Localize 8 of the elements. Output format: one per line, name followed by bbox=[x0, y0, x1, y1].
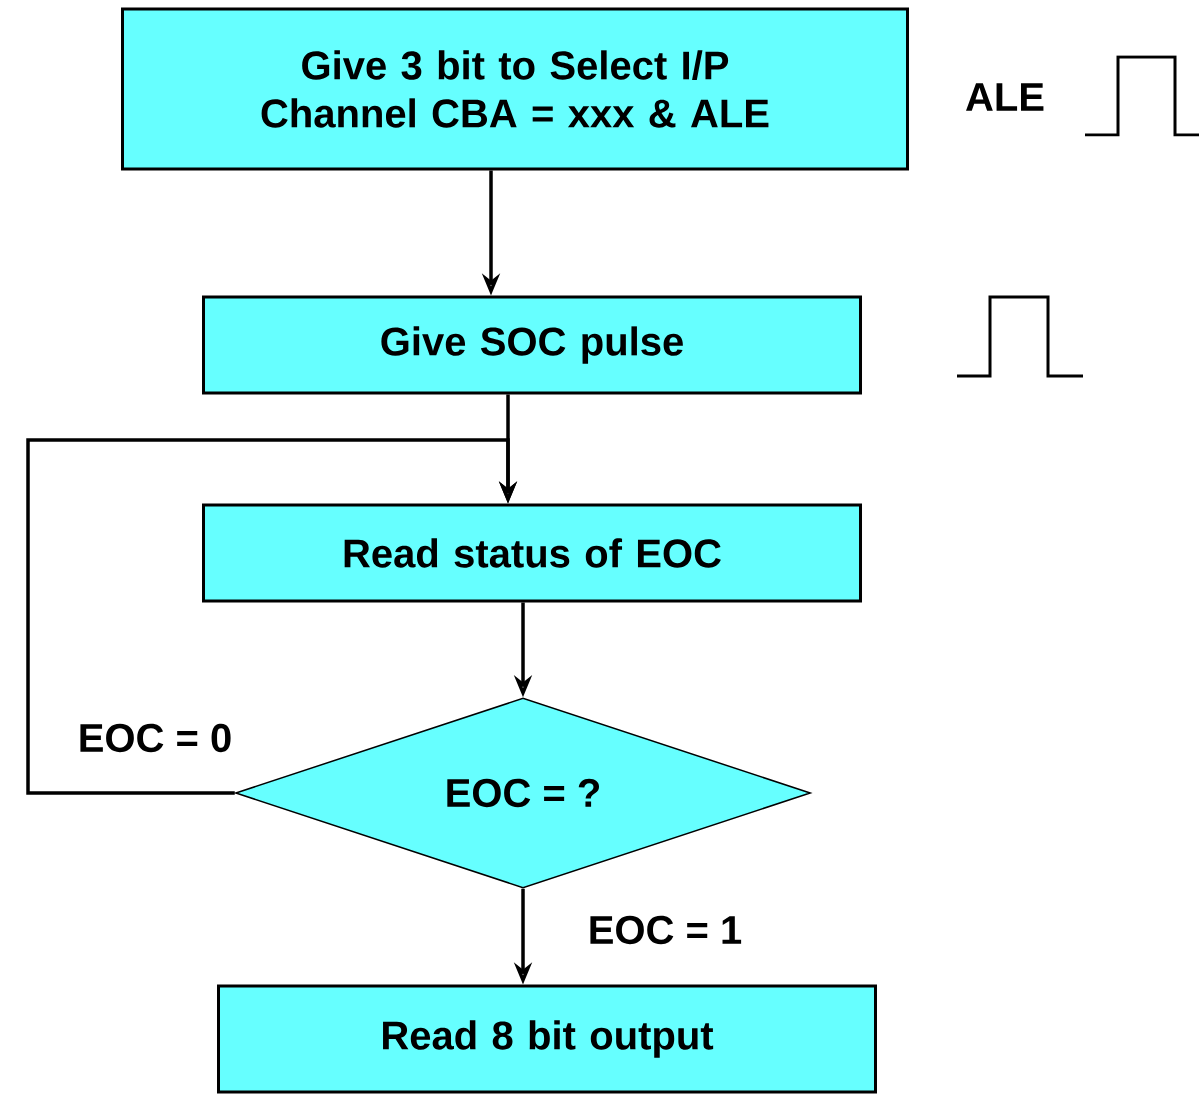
process-box: Read status of EOC bbox=[202, 503, 862, 603]
process-box: Give SOC pulse bbox=[202, 295, 862, 395]
signal-label: ALE bbox=[966, 83, 1044, 111]
process-box: Give 3 bit to Select I/P Channel CBA = xxx & ALE bbox=[121, 7, 909, 171]
edge-label: EOC = 1 bbox=[585, 913, 745, 947]
arrow bbox=[26, 438, 518, 795]
process-box: Read 8 bit output bbox=[217, 984, 877, 1094]
edge-label: EOC = 0 bbox=[75, 721, 235, 755]
